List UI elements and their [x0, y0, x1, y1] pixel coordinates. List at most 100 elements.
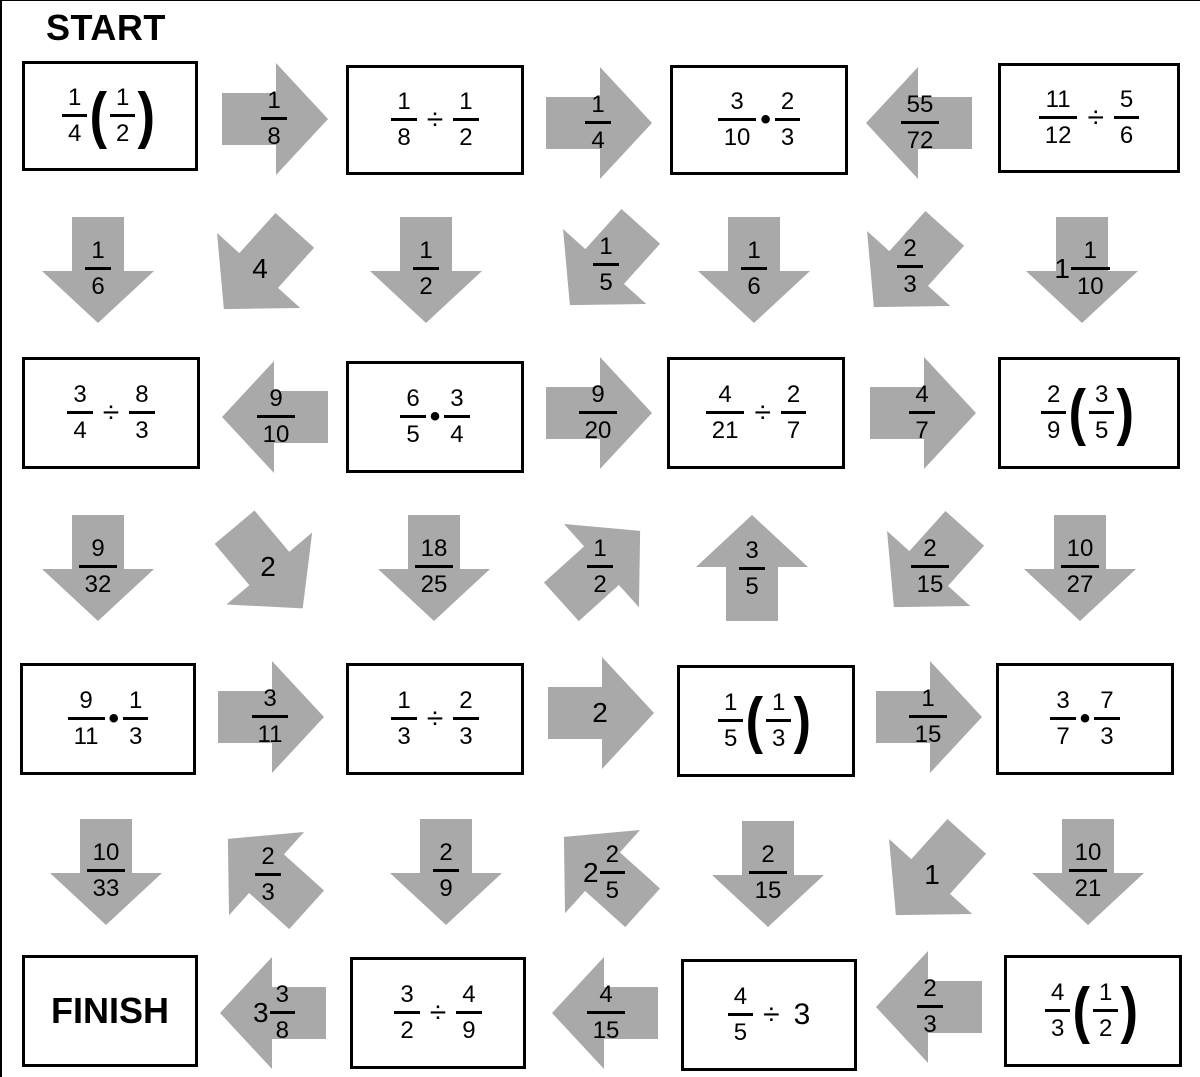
denominator: 2 — [413, 267, 439, 299]
arrow-right-h3b[interactable]: 2 — [540, 653, 660, 773]
arrow-shape — [227, 832, 325, 930]
numerator: 4 — [733, 983, 748, 1010]
finish-label: FINISH — [50, 990, 169, 1031]
arrow-shape — [370, 217, 482, 323]
arrow-value: 4 — [200, 209, 320, 329]
numerator: 1 — [129, 687, 143, 714]
divide-operator: ÷ — [754, 396, 771, 429]
arrow-down-right-v2b[interactable]: 2 — [208, 507, 328, 627]
denominator: 3 — [766, 719, 792, 751]
numerator: 4 — [462, 981, 476, 1008]
arrow-integer: 2 — [592, 697, 608, 728]
arrow-shape — [867, 210, 965, 308]
numerator: 10 — [92, 839, 120, 866]
numerator: 1 — [921, 685, 935, 712]
denominator: 27 — [1060, 565, 1100, 597]
numerator: 1 — [67, 84, 82, 111]
denominator: 6 — [85, 267, 111, 299]
numerator: 2 — [439, 839, 453, 866]
arrow-down-left-v3f[interactable]: 1 — [872, 815, 992, 935]
arrow-down-icon — [1024, 515, 1136, 621]
arrow-down-left-v1b[interactable]: 4 — [200, 209, 320, 329]
denominator: 3 — [123, 717, 149, 749]
denominator: 2 — [587, 565, 613, 597]
arrow-down-icon — [1032, 819, 1144, 925]
arrow-up-left-icon — [563, 830, 661, 928]
numerator: 11 — [1045, 86, 1071, 113]
numerator: 9 — [269, 385, 283, 412]
numerator: 3 — [275, 981, 289, 1008]
denominator: 9 — [1040, 411, 1067, 443]
denominator: 20 — [578, 411, 618, 443]
numerator: 1 — [419, 237, 433, 264]
denominator: 15 — [908, 715, 948, 747]
numerator: 2 — [459, 687, 473, 714]
denominator: 2 — [1093, 1009, 1119, 1041]
denominator: 4 — [444, 415, 470, 447]
divide-operator: ÷ — [1087, 101, 1104, 134]
arrow-shape — [889, 818, 987, 916]
numerator: 3 — [400, 981, 414, 1008]
denominator: 4 — [67, 411, 93, 443]
denominator: 4 — [61, 114, 88, 146]
numerator: 1 — [772, 689, 786, 716]
numerator: 1 — [1099, 979, 1113, 1006]
numerator: 10 — [1066, 535, 1094, 562]
arrow-down-icon — [712, 821, 824, 927]
